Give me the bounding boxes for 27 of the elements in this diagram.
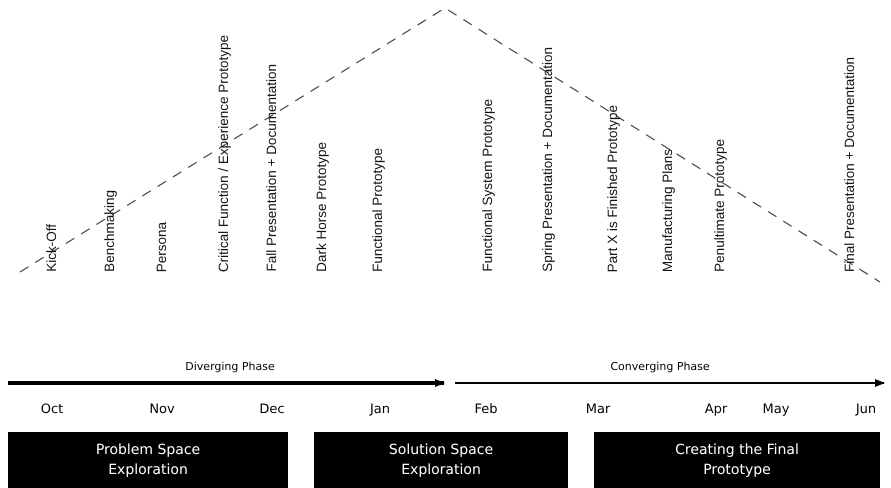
milestone-label: Part X is Finished Prototype <box>605 105 621 272</box>
milestone-label: Persona <box>154 222 170 272</box>
milestone-label: Functional System Prototype <box>480 99 496 272</box>
milestone-label: Critical Function / Experience Prototype <box>216 35 232 272</box>
month-label: Dec <box>259 402 285 417</box>
month-label: May <box>762 402 790 417</box>
month-label: Mar <box>586 402 610 417</box>
phase-box: Solution Space Exploration <box>314 432 568 488</box>
month-label: Nov <box>149 402 175 417</box>
milestone-label: Penultimate Prototype <box>712 139 728 272</box>
month-label: Apr <box>704 402 728 417</box>
milestone-label: Manufacturing Plans <box>660 149 676 272</box>
milestone-label: Kick-Off <box>44 224 60 272</box>
month-label: Oct <box>40 402 64 417</box>
month-label: Jun <box>856 402 876 417</box>
month-label: Feb <box>474 402 498 417</box>
phase-box: Problem Space Exploration <box>8 432 288 488</box>
phase-label: Diverging Phase <box>185 360 275 373</box>
milestone-label: Functional Prototype <box>370 148 386 272</box>
milestone-label: Spring Presentation + Documentation <box>540 47 556 272</box>
phase-label: Converging Phase <box>610 360 710 373</box>
milestone-label: Benchmaking <box>102 190 118 272</box>
phase-box: Creating the Final Prototype <box>594 432 880 488</box>
milestone-label: Dark Horse Prototype <box>314 142 330 272</box>
milestone-label: Fall Presentation + Documentation <box>264 64 280 272</box>
milestone-label: Final Presentation + Documentation <box>842 57 858 272</box>
month-label: Jan <box>370 402 390 417</box>
